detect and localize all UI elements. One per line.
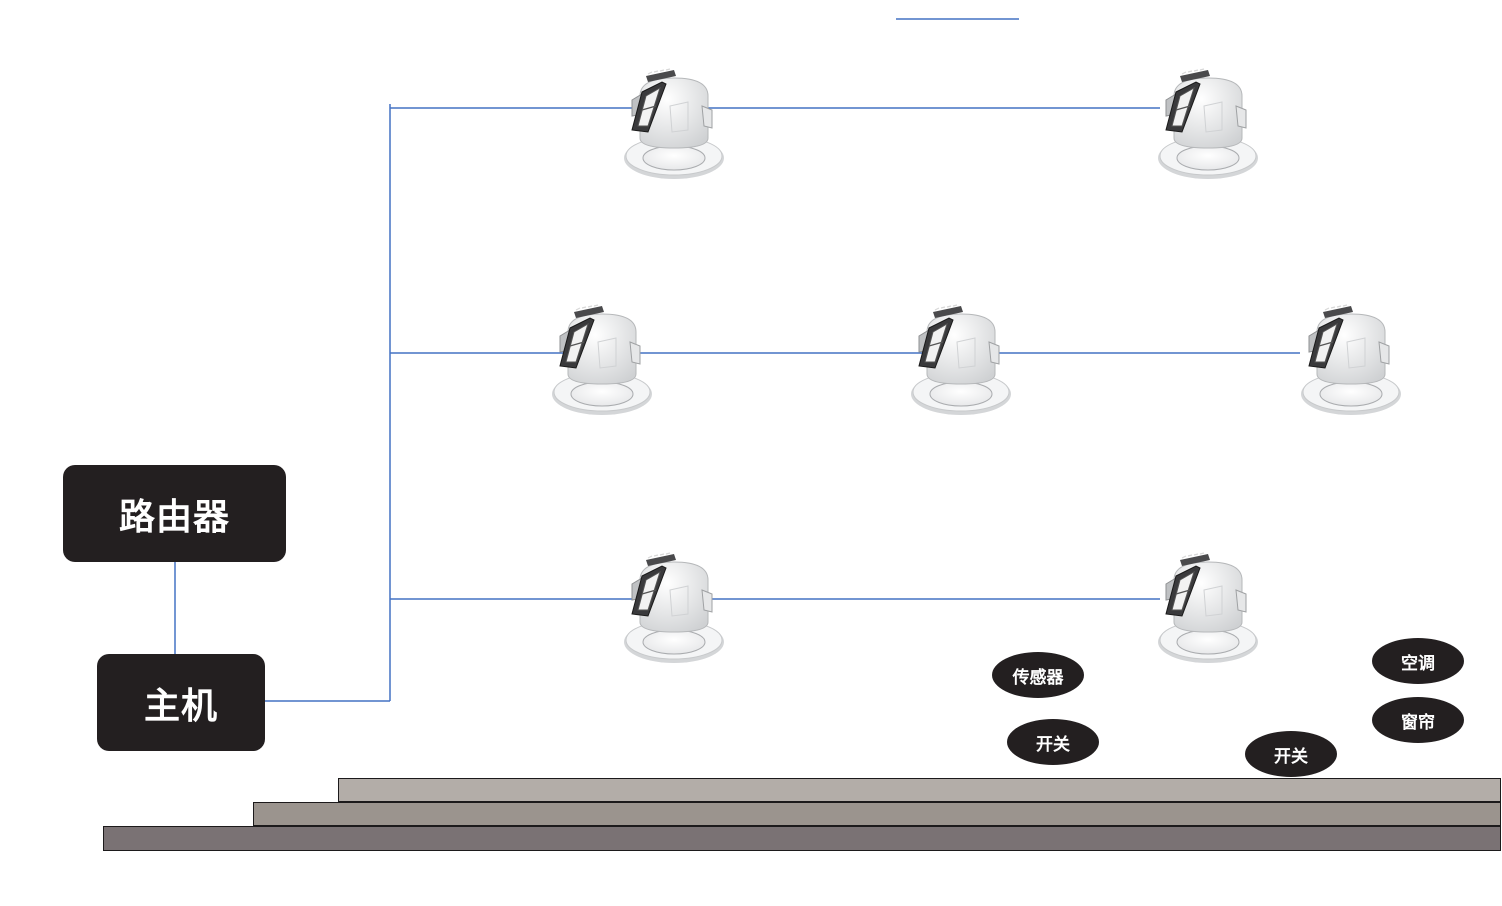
router-label: 路由器	[118, 496, 230, 538]
host-box[interactable]: 主机	[97, 654, 265, 751]
ceiling-sensor-icon[interactable]	[1152, 66, 1264, 190]
curtain-tag[interactable]: 窗帘	[1372, 697, 1464, 743]
ceiling-sensor-icon[interactable]	[1152, 550, 1264, 674]
aircon-tag-label: 空调	[1401, 653, 1435, 674]
host-label: 主机	[143, 685, 218, 727]
ceiling-sensor-icon[interactable]	[905, 302, 1017, 426]
switch-tag-label: 开关	[1036, 734, 1070, 755]
floor-layer-bottom	[103, 826, 1501, 851]
sensor-tag-label: 传感器	[1012, 667, 1064, 688]
ceiling-sensor-icon[interactable]	[618, 66, 730, 190]
ceiling-sensor-icon[interactable]	[546, 302, 658, 426]
aircon-tag[interactable]: 空调	[1372, 638, 1464, 684]
router-box[interactable]: 路由器	[63, 465, 286, 562]
ceiling-sensor-icon[interactable]	[1295, 302, 1407, 426]
switch-tag[interactable]: 开关	[1007, 719, 1099, 765]
switch-tag[interactable]: 开关	[1245, 731, 1337, 777]
sensor-tag[interactable]: 传感器	[992, 652, 1084, 698]
floor-layer-middle	[253, 802, 1501, 826]
floor-layer-top	[338, 778, 1501, 802]
ceiling-sensor-icon[interactable]	[618, 550, 730, 674]
curtain-tag-label: 窗帘	[1401, 712, 1435, 733]
switch-tag-label: 开关	[1274, 746, 1308, 767]
